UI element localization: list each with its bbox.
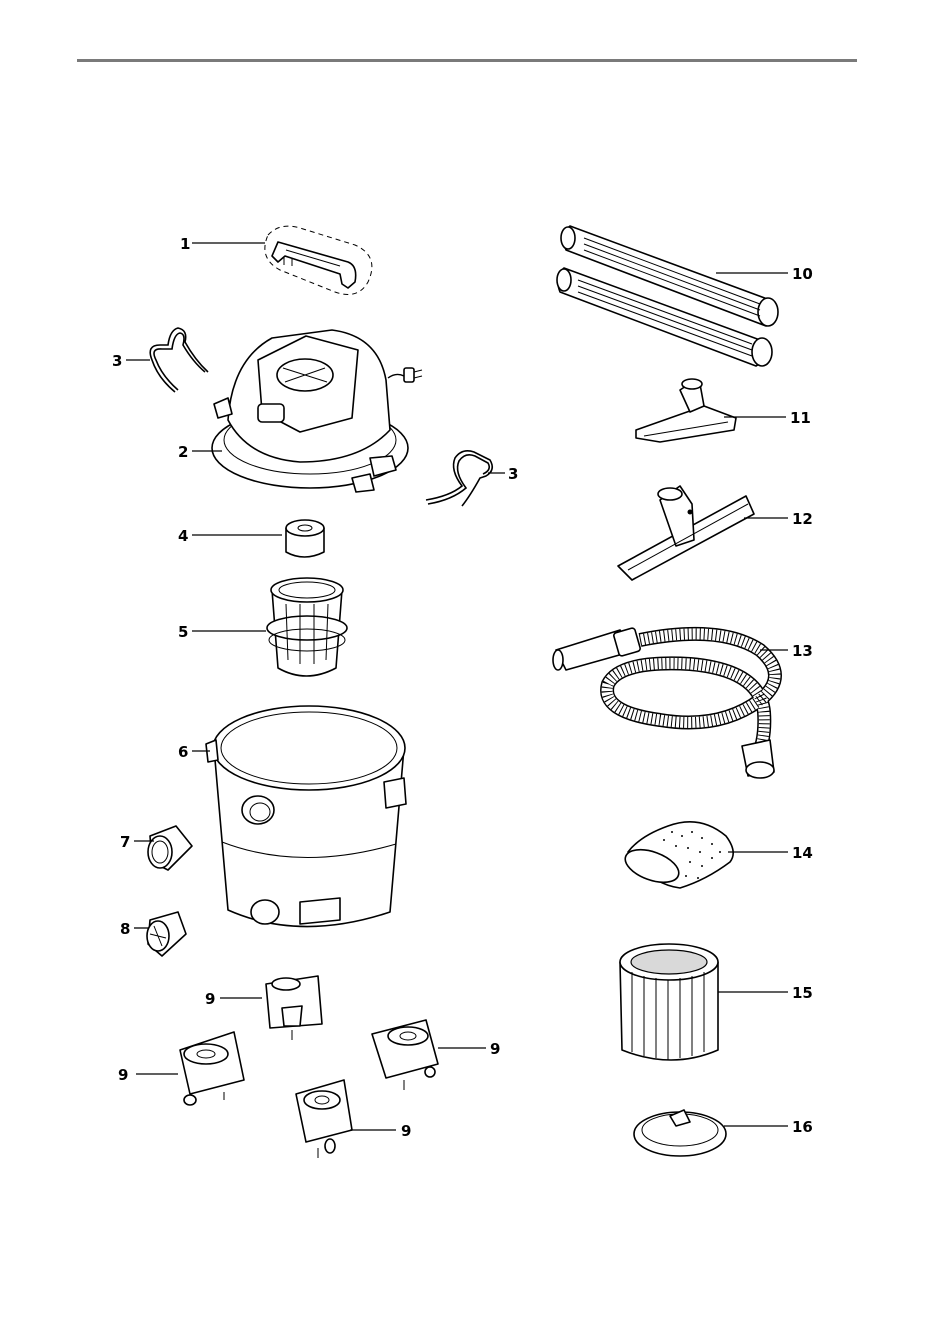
label-13: 13 bbox=[792, 642, 813, 660]
part-13-hose: 13 bbox=[553, 627, 813, 778]
part-9-caster-top: 9 bbox=[205, 976, 322, 1040]
label-4: 4 bbox=[178, 527, 188, 545]
part-3-clip-right: 3 bbox=[426, 451, 518, 506]
label-2: 2 bbox=[178, 443, 188, 461]
label-3-left: 3 bbox=[112, 352, 122, 370]
part-9-caster-bottom: 9 bbox=[296, 1080, 411, 1158]
label-16: 16 bbox=[792, 1118, 813, 1136]
part-16-filter-lid: 16 bbox=[634, 1110, 813, 1156]
part-8-drain-cap: 8 bbox=[120, 912, 186, 956]
label-15: 15 bbox=[792, 984, 813, 1002]
label-9-bottom: 9 bbox=[401, 1122, 411, 1140]
part-15-cartridge-filter: 15 bbox=[620, 944, 813, 1060]
label-9-left: 9 bbox=[118, 1066, 128, 1084]
part-12-floor-nozzle: 12 bbox=[618, 486, 813, 580]
label-7: 7 bbox=[120, 833, 130, 851]
label-12: 12 bbox=[792, 510, 813, 528]
part-2-motor-head: 2 bbox=[178, 330, 422, 492]
part-4-foam-sleeve: 4 bbox=[178, 520, 324, 557]
part-7-inlet-adapter: 7 bbox=[120, 826, 192, 870]
part-14-dust-bag: 14 bbox=[621, 822, 813, 889]
part-9-caster-left: 9 bbox=[118, 1032, 244, 1105]
part-5-filter-cage: 5 bbox=[178, 578, 347, 676]
part-11-utility-nozzle: 11 bbox=[636, 379, 811, 442]
label-5: 5 bbox=[178, 623, 188, 641]
label-11: 11 bbox=[790, 409, 811, 427]
part-3-clip-left: 3 bbox=[112, 328, 208, 392]
part-10-extension-wands: 10 bbox=[557, 226, 813, 366]
label-8: 8 bbox=[120, 920, 130, 938]
label-14: 14 bbox=[792, 844, 813, 862]
part-6-tank: 6 bbox=[178, 706, 406, 927]
label-9-top: 9 bbox=[205, 990, 215, 1008]
part-1-handle: 1 bbox=[180, 226, 372, 294]
label-1: 1 bbox=[180, 235, 190, 253]
label-6: 6 bbox=[178, 743, 188, 761]
label-10: 10 bbox=[792, 265, 813, 283]
part-9-caster-right: 9 bbox=[372, 1020, 500, 1090]
label-9-right: 9 bbox=[490, 1040, 500, 1058]
label-3-right: 3 bbox=[508, 465, 518, 483]
